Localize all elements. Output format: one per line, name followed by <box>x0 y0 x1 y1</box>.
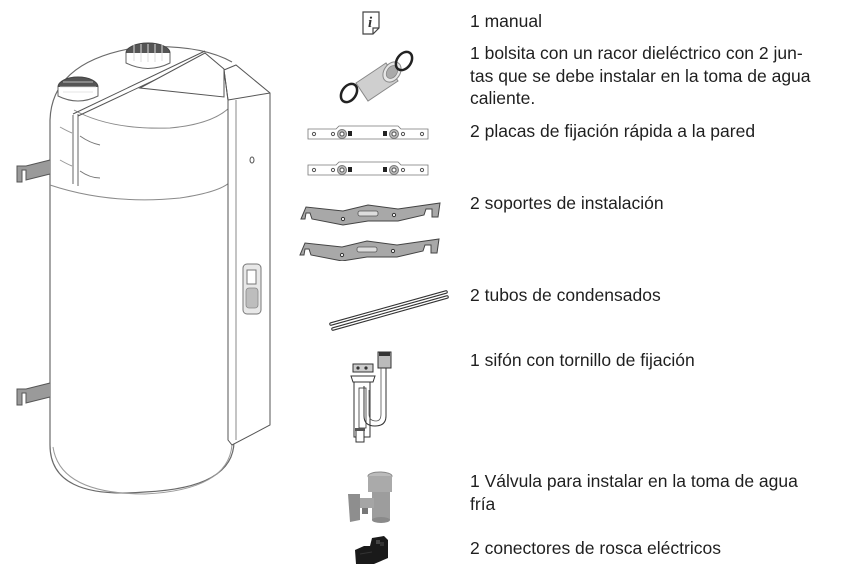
text-line: 1 Válvula para instalar en la toma de ag… <box>470 471 798 491</box>
electrical-connector-icon <box>352 532 392 568</box>
text-line: tas que se debe instalar en la toma de a… <box>470 65 811 86</box>
item-siphon-text: 1 sifón con tornillo de fijación <box>470 350 695 370</box>
installation-bracket-icon <box>298 199 448 261</box>
manual-icon: i <box>361 10 383 36</box>
item-electrical-connector-text: 2 conectores de rosca eléctricos <box>470 538 721 558</box>
item-condensate-tube-text: 2 tubos de condensados <box>470 285 661 305</box>
svg-text:i: i <box>368 15 373 31</box>
valve-icon <box>346 470 396 525</box>
condensate-tube-icon <box>328 288 450 332</box>
item-valve-text: 1 Válvula para instalar en la toma de ag… <box>470 470 798 515</box>
item-manual-text: 1 manual <box>470 11 542 31</box>
item-wall-plate-text: 2 placas de fijación rápida a la pared <box>470 121 756 141</box>
siphon-icon <box>350 350 400 445</box>
wall-plate-icon <box>306 123 430 183</box>
text-line: caliente. <box>470 88 536 108</box>
water-heater-illustration <box>0 30 290 550</box>
dielectric-fitting-icon <box>338 45 418 107</box>
text-line: 1 bolsita con un racor dieléctrico con 2… <box>470 43 803 63</box>
item-dielectric-fitting-text: 1 bolsita con un racor dieléctrico con 2… <box>470 42 828 110</box>
item-installation-bracket-text: 2 soportes de instalación <box>470 193 664 213</box>
text-line: fría <box>470 493 496 514</box>
